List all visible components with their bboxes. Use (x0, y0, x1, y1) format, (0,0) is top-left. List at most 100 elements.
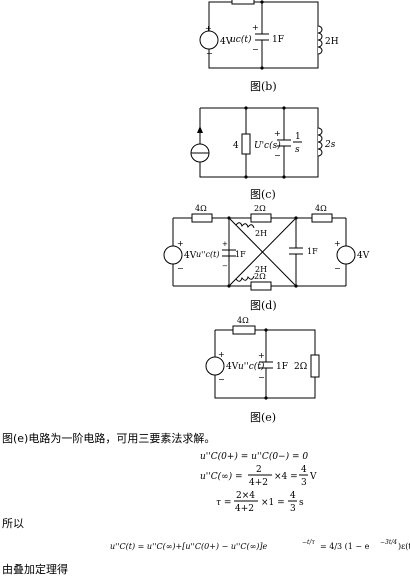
fig-d-l-top-label: 2H (255, 229, 267, 238)
fig-e-r-top (232, 325, 256, 335)
fig-b-cap-plus: + (252, 23, 259, 32)
fig-b-cap-label: 1F (272, 35, 284, 45)
fig-c-plus: + (274, 129, 281, 138)
fig-d-l-bot-label: 2H (255, 265, 267, 274)
fig-e-src-label: 4V (226, 362, 239, 372)
eq-tau-mid: ×1 = (261, 498, 285, 508)
fig-d-r-bot-label: 2Ω (254, 272, 266, 281)
fig-d-node-2 (294, 216, 298, 220)
fig-c-caption: 图(c) (250, 188, 276, 201)
fig-b-cap-voltage: uc(t) (230, 34, 252, 45)
fig-e-voltage-source (205, 356, 225, 376)
eq-tau-rnum: 4 (290, 491, 296, 501)
fig-c-node-top2 (282, 106, 286, 110)
figure-b: + − 4V + − uc(t) 1F 2H 图(b) (199, 0, 339, 93)
fig-e-src-minus: − (218, 375, 225, 384)
fig-e-cap-label: 1F (276, 362, 288, 372)
fig-e-r-top-label: 4Ω (237, 316, 249, 325)
fig-b-src-plus: + (205, 24, 212, 33)
eq-solution: u''C(t) = u''C(∞)+[u''C(0+) − u''C(∞)]e (110, 542, 268, 551)
fig-e-node-top (264, 328, 268, 332)
fig-d-r-right-label: 4Ω (315, 204, 327, 213)
fig-d-caption: 图(d) (250, 299, 277, 312)
fig-b-ind-label: 2H (325, 37, 339, 47)
fig-d-diag-up (228, 217, 297, 287)
eq-tau-num: 2×4 (236, 491, 255, 501)
eq-final-lhs: u''C(∞) = (200, 471, 243, 482)
fig-d-inductor-top (235, 222, 255, 229)
fig-c-res-label: 4 (233, 141, 239, 151)
fig-d-right-source (336, 245, 356, 265)
figure-c: 4 + − U'c(s) 1 s 2s 图(c) (190, 106, 336, 201)
fig-e-r-right-label: 2Ω (294, 362, 307, 372)
fig-e-cap-plus: + (258, 351, 265, 360)
fig-d-r-left-label: 4Ω (195, 204, 207, 213)
solution-text: 图(e)电路为一阶电路，可用三要素法求解。 u''C(0+) = u''C(0−… (2, 431, 410, 576)
fig-d-r-top-label: 2Ω (254, 204, 266, 213)
fig-d-r-left (191, 213, 213, 223)
fig-d-r-top (250, 213, 272, 223)
eq-tau-den: 4+2 (235, 504, 254, 514)
fig-d-cap-left-label: 1F (235, 250, 246, 259)
fig-c-cap-den: s (295, 145, 300, 155)
figure-e: 4Ω + − 4V u''c(t) 1F + − 2Ω 图(e) (205, 316, 320, 424)
eq-tau-unit: s (299, 498, 304, 508)
superposition-text: 由叠加定理得 (2, 562, 68, 576)
fig-c-node-bot2 (282, 175, 286, 179)
fig-c-cap-num: 1 (295, 132, 301, 142)
eq-initial: u''C(0+) = u''C(0−) = 0 (200, 451, 308, 462)
fig-d-node-1 (227, 216, 231, 220)
fig-e-caption: 图(e) (250, 411, 276, 424)
fig-b-cap-minus: − (252, 45, 259, 54)
fig-d-right-minus: − (334, 264, 341, 273)
fig-c-resistor (241, 133, 251, 155)
fig-d-voltage-label: u''c(t) (196, 250, 220, 259)
fig-e-node-bot (264, 396, 268, 400)
fig-d-left-source (163, 245, 183, 265)
fig-b-top-resistor (231, 0, 255, 5)
fig-c-node-bot (244, 175, 248, 179)
fig-d-r-right (311, 213, 333, 223)
fig-c-current-arrow (197, 126, 203, 133)
fig-b-outer-wire (208, 1, 319, 69)
fig-c-minus: − (274, 151, 281, 160)
eq-final-unit: V (309, 472, 317, 482)
eq-solution-exp: −t/τ (302, 539, 315, 546)
figure-d: 4Ω 2Ω 4Ω 2Ω 2H 2H 1F 1F u''c(t) + − (163, 204, 370, 312)
fig-e-r-right (310, 354, 320, 378)
so-text: 所以 (2, 517, 24, 530)
fig-b-src-minus: − (206, 49, 213, 58)
fig-d-left-plus: + (177, 239, 184, 248)
fig-b-caption: 图(b) (250, 80, 277, 93)
eq-tau-lhs: τ = (216, 498, 231, 508)
eq-final-mid: ×4 = (274, 472, 298, 482)
fig-d-left-minus: − (177, 264, 184, 273)
fig-d-r-bot (250, 281, 272, 291)
eq-final-den: 4+2 (249, 478, 268, 488)
fig-b-node-bot (260, 66, 264, 70)
fig-d-right-src-label: 4V (357, 251, 370, 261)
fig-d-right-plus: + (334, 239, 341, 248)
fig-d-inductor-bot (235, 275, 255, 282)
fig-c-inductor (317, 127, 323, 157)
fig-b-voltage-source (199, 30, 219, 50)
eq-final-rden: 3 (301, 478, 307, 488)
eq-solution-rest: = 4/3 (1 − e (320, 542, 370, 551)
fig-c-voltage-label: U'c(s) (254, 140, 281, 151)
eq-final-rnum: 4 (301, 465, 307, 475)
fig-d-left-src-label: 4V (184, 251, 197, 261)
eq-solution-tail: )ε(t (398, 542, 410, 551)
fig-b-node-top (260, 0, 264, 4)
fig-d-node-4 (294, 284, 298, 288)
eq-solution-exp2: −3t/4 (380, 539, 397, 546)
fig-d-cap-mid-label: 1F (307, 247, 318, 256)
fig-d-node-3 (227, 284, 231, 288)
fig-d-cap-plus: + (222, 240, 228, 248)
fig-e-voltage-label: u''c(t) (238, 361, 265, 372)
intro-text: 图(e)电路为一阶电路，可用三要素法求解。 (2, 431, 215, 445)
fig-c-ind-label: 2s (324, 140, 336, 150)
fig-b-source-label: 4V (220, 37, 233, 47)
eq-final-num: 2 (256, 465, 262, 475)
fig-d-cap-minus: − (222, 262, 228, 270)
